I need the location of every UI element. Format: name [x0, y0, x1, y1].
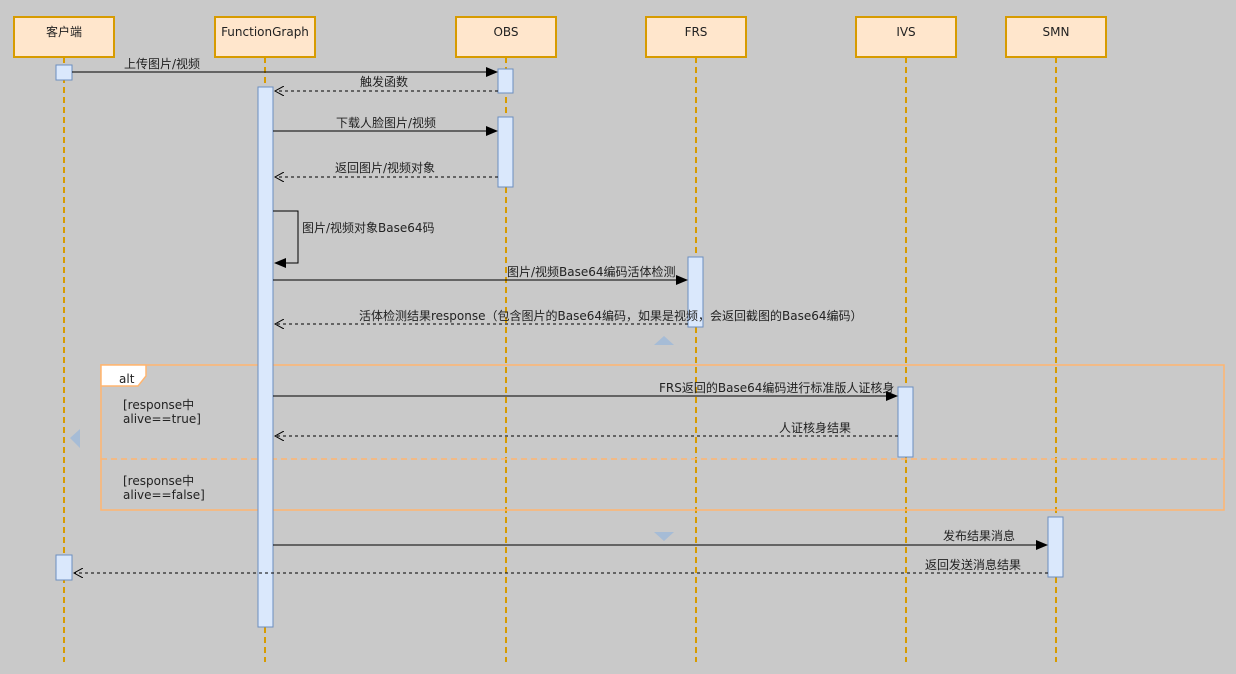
participant-frs-label: FRS	[685, 25, 708, 39]
expand-up-icon[interactable]	[654, 336, 674, 345]
lifelines	[63, 57, 1057, 662]
activation-smn[interactable]	[1047, 516, 1064, 578]
message-ivs-result-label: 人证核身结果	[779, 420, 851, 435]
message-base64-self[interactable]: 图片/视频对象Base64码	[273, 210, 435, 268]
message-ivs-result[interactable]: 人证核身结果	[275, 420, 898, 436]
activation-ivs[interactable]	[897, 386, 914, 458]
participant-frs[interactable]: FRS	[645, 16, 747, 58]
participant-obs[interactable]: OBS	[455, 16, 557, 58]
message-download-label: 下载人脸图片/视频	[336, 115, 436, 130]
message-send-result-label: 返回发送消息结果	[925, 557, 1021, 572]
message-download[interactable]: 下载人脸图片/视频	[273, 115, 498, 136]
message-ivs-request[interactable]: FRS返回的Base64编码进行标准版人证核身	[273, 380, 898, 401]
participant-client[interactable]: 客户端	[13, 16, 115, 58]
alt-fragment[interactable]: alt [response中 alive==true] [response中 a…	[100, 364, 1225, 511]
activation-client-1[interactable]	[55, 64, 73, 81]
message-liveness-request-label: 图片/视频Base64编码活体检测	[507, 264, 676, 279]
participant-smn-label: SMN	[1043, 25, 1070, 39]
messages: 上传图片/视频 触发函数 下载人脸图片/视频 返回图片/视频对象 图片/视频对象…	[72, 56, 1048, 573]
message-return-object[interactable]: 返回图片/视频对象	[275, 160, 498, 177]
message-publish-label: 发布结果消息	[943, 528, 1015, 543]
participants: 客户端 FunctionGraph OBS FRS IVS SMN	[13, 16, 1107, 58]
message-send-result[interactable]: 返回发送消息结果	[74, 557, 1048, 573]
participant-functiongraph[interactable]: FunctionGraph	[214, 16, 316, 58]
participant-obs-label: OBS	[493, 25, 518, 39]
expand-down-icon[interactable]	[654, 532, 674, 541]
participant-ivs[interactable]: IVS	[855, 16, 957, 58]
activation-client-2[interactable]	[55, 554, 73, 581]
participant-smn[interactable]: SMN	[1005, 16, 1107, 58]
message-ivs-request-label: FRS返回的Base64编码进行标准版人证核身	[659, 380, 894, 395]
alt-condition-false-line2: alive==false]	[123, 488, 205, 502]
hover-arrows	[70, 336, 674, 541]
message-base64-self-label: 图片/视频对象Base64码	[302, 220, 435, 235]
message-publish[interactable]: 发布结果消息	[273, 528, 1048, 550]
activation-obs-1[interactable]	[497, 68, 514, 94]
alt-condition-true-line2: alive==true]	[123, 412, 201, 426]
activation-obs-2[interactable]	[497, 116, 514, 188]
activations	[55, 64, 1064, 628]
message-liveness-response-label: 活体检测结果response（包含图片的Base64编码，如果是视频，会返回截图…	[359, 308, 863, 323]
activation-functiongraph[interactable]	[257, 86, 274, 628]
message-upload-label: 上传图片/视频	[124, 56, 200, 71]
expand-left-icon[interactable]	[70, 429, 80, 448]
participant-ivs-label: IVS	[896, 25, 915, 39]
message-liveness-request[interactable]: 图片/视频Base64编码活体检测	[273, 264, 688, 285]
alt-condition-false-line1: [response中	[123, 473, 194, 488]
alt-tag-box	[100, 364, 147, 387]
alt-tag: alt	[119, 372, 135, 386]
alt-condition-true-line1: [response中	[123, 397, 194, 412]
activation-frs[interactable]	[687, 256, 704, 328]
message-trigger-label: 触发函数	[360, 74, 408, 89]
message-liveness-response[interactable]: 活体检测结果response（包含图片的Base64编码，如果是视频，会返回截图…	[275, 308, 863, 324]
message-return-object-label: 返回图片/视频对象	[335, 160, 435, 175]
message-trigger[interactable]: 触发函数	[275, 74, 498, 91]
participant-functiongraph-label: FunctionGraph	[221, 25, 309, 39]
message-upload[interactable]: 上传图片/视频	[72, 56, 498, 77]
participant-client-label: 客户端	[46, 24, 82, 39]
